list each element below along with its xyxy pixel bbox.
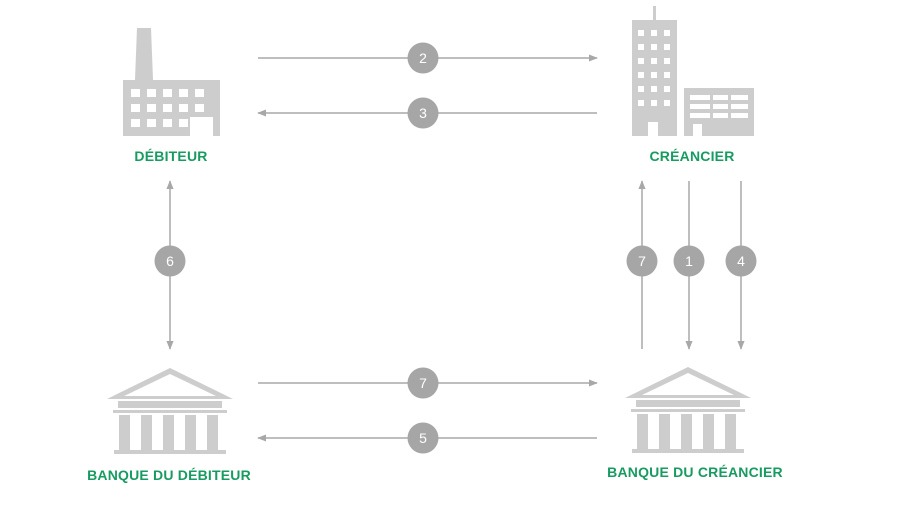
step-badge-6: 6 xyxy=(154,245,186,277)
label-debiteur: DÉBITEUR xyxy=(134,148,208,164)
svg-text:2: 2 xyxy=(419,50,427,66)
svg-text:4: 4 xyxy=(737,253,745,269)
office-buildings-icon xyxy=(632,6,754,136)
step-badge-3: 3 xyxy=(407,97,439,129)
bank-icon xyxy=(107,368,233,454)
label-creancier: CRÉANCIER xyxy=(649,148,735,164)
svg-text:3: 3 xyxy=(419,105,427,121)
step-badge-2: 2 xyxy=(407,42,439,74)
svg-text:7: 7 xyxy=(638,253,646,269)
step-badge-1: 1 xyxy=(673,245,705,277)
svg-text:1: 1 xyxy=(685,253,693,269)
step-badge-4: 4 xyxy=(725,245,757,277)
svg-text:5: 5 xyxy=(419,430,427,446)
bank-icon xyxy=(625,367,751,453)
factory-icon xyxy=(123,28,220,136)
step-badge-7-vertical: 7 xyxy=(626,245,658,277)
svg-text:7: 7 xyxy=(419,375,427,391)
step-badge-7-horizontal: 7 xyxy=(407,367,439,399)
svg-text:6: 6 xyxy=(166,253,174,269)
label-banque-creancier: BANQUE DU CRÉANCIER xyxy=(607,464,783,480)
step-badge-5: 5 xyxy=(407,422,439,454)
label-banque-debiteur: BANQUE DU DÉBITEUR xyxy=(87,467,251,483)
